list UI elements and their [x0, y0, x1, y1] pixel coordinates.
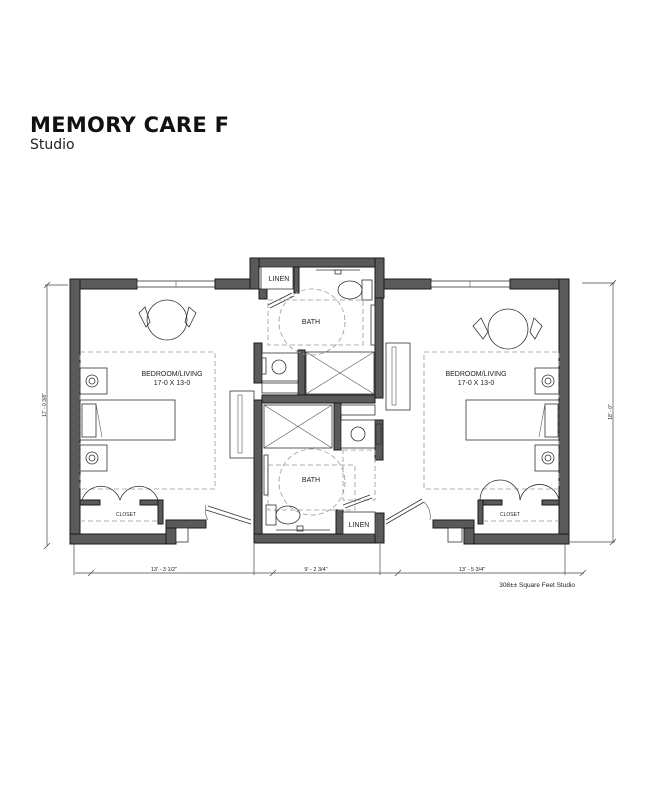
bottom-bath-label: BATH [302, 477, 320, 484]
area-note: 308±± Square Feet Studio [499, 582, 575, 589]
bottom-left-dim: 13' - 3 1/2" [151, 567, 177, 573]
left-height-dim: 17' - 0 3/8" [42, 393, 48, 417]
right-bedroom-label: BEDROOM/LIVING [445, 371, 506, 378]
plan-subtitle: Studio [30, 137, 75, 153]
top-bath-label: BATH [302, 319, 320, 326]
top-linen-label: LINEN [269, 276, 290, 283]
right-unit-walls [383, 278, 570, 545]
bottom-linen-label: LINEN [349, 522, 370, 529]
room-labels: BEDROOM/LIVING 17-0 X 13-0 BEDROOM/LIVIN… [116, 276, 520, 529]
left-unit-furniture [79, 299, 255, 525]
left-closet-label: CLOSET [116, 512, 136, 518]
bottom-center-dim: 9' - 2 3/4" [304, 567, 327, 573]
bottom-right-dim: 13' - 5 3/4" [459, 567, 485, 573]
left-unit-walls [69, 278, 251, 545]
dimension-lines: 17' - 0 3/8" 18' - 0" 13' - 3 1/2" 9' - … [42, 279, 617, 577]
right-height-dim: 18' - 0" [608, 404, 614, 420]
right-unit-furniture [385, 308, 560, 525]
center-core-walls [249, 257, 385, 544]
left-bedroom-label: BEDROOM/LIVING [141, 371, 202, 378]
left-bedroom-size: 17-0 X 13-0 [154, 380, 191, 387]
right-bedroom-size: 17-0 X 13-0 [458, 380, 495, 387]
right-closet-label: CLOSET [500, 512, 520, 518]
plan-title: MEMORY CARE F [30, 113, 230, 137]
center-fixtures [260, 266, 382, 535]
